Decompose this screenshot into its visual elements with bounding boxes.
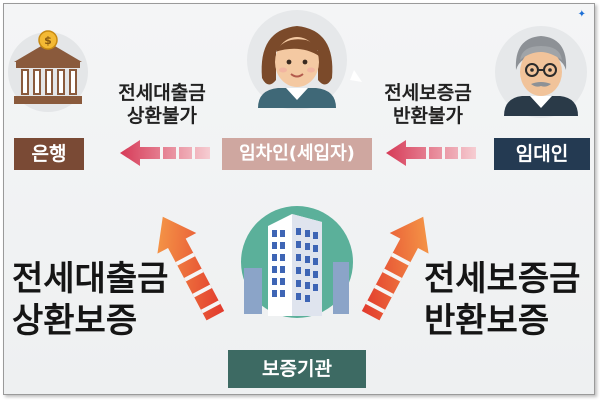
- landlord-label-box: [494, 138, 590, 170]
- landlord-avatar-icon: [495, 26, 587, 118]
- orange-arrow-up-right-icon: [361, 216, 429, 321]
- landlord-label: 임대인: [515, 143, 569, 165]
- orange-arrow-up-left-icon: [157, 216, 225, 321]
- guarantor-label: 보증기관: [262, 358, 332, 380]
- deposit-return-unable-text: 전세보증금 반환불가: [384, 82, 472, 127]
- loan-repay-guarantee-text: 전세대출금 상환보증: [12, 259, 169, 341]
- deposit-return-guarantee-text: 전세보증금 반환보증: [424, 259, 581, 341]
- svg-text:$: $: [44, 34, 52, 47]
- bank-icon: $: [8, 30, 88, 112]
- speech-pointer-icon: [350, 70, 362, 82]
- corner-mark: ✦: [577, 9, 586, 20]
- tenant-avatar-icon: [247, 10, 347, 110]
- pink-arrow-left-icon: [120, 140, 210, 166]
- tenant-label: 임차인(세입자): [239, 143, 355, 164]
- loan-repay-unable-text: 전세대출금 상환불가: [118, 82, 206, 127]
- building-icon: [241, 206, 353, 318]
- tenant-label-box: [222, 138, 372, 170]
- bank-label-box: [14, 138, 84, 170]
- bank-label: 은행: [31, 143, 67, 165]
- guarantor-label-box: [228, 350, 366, 388]
- pink-arrow-right-icon: [386, 140, 476, 166]
